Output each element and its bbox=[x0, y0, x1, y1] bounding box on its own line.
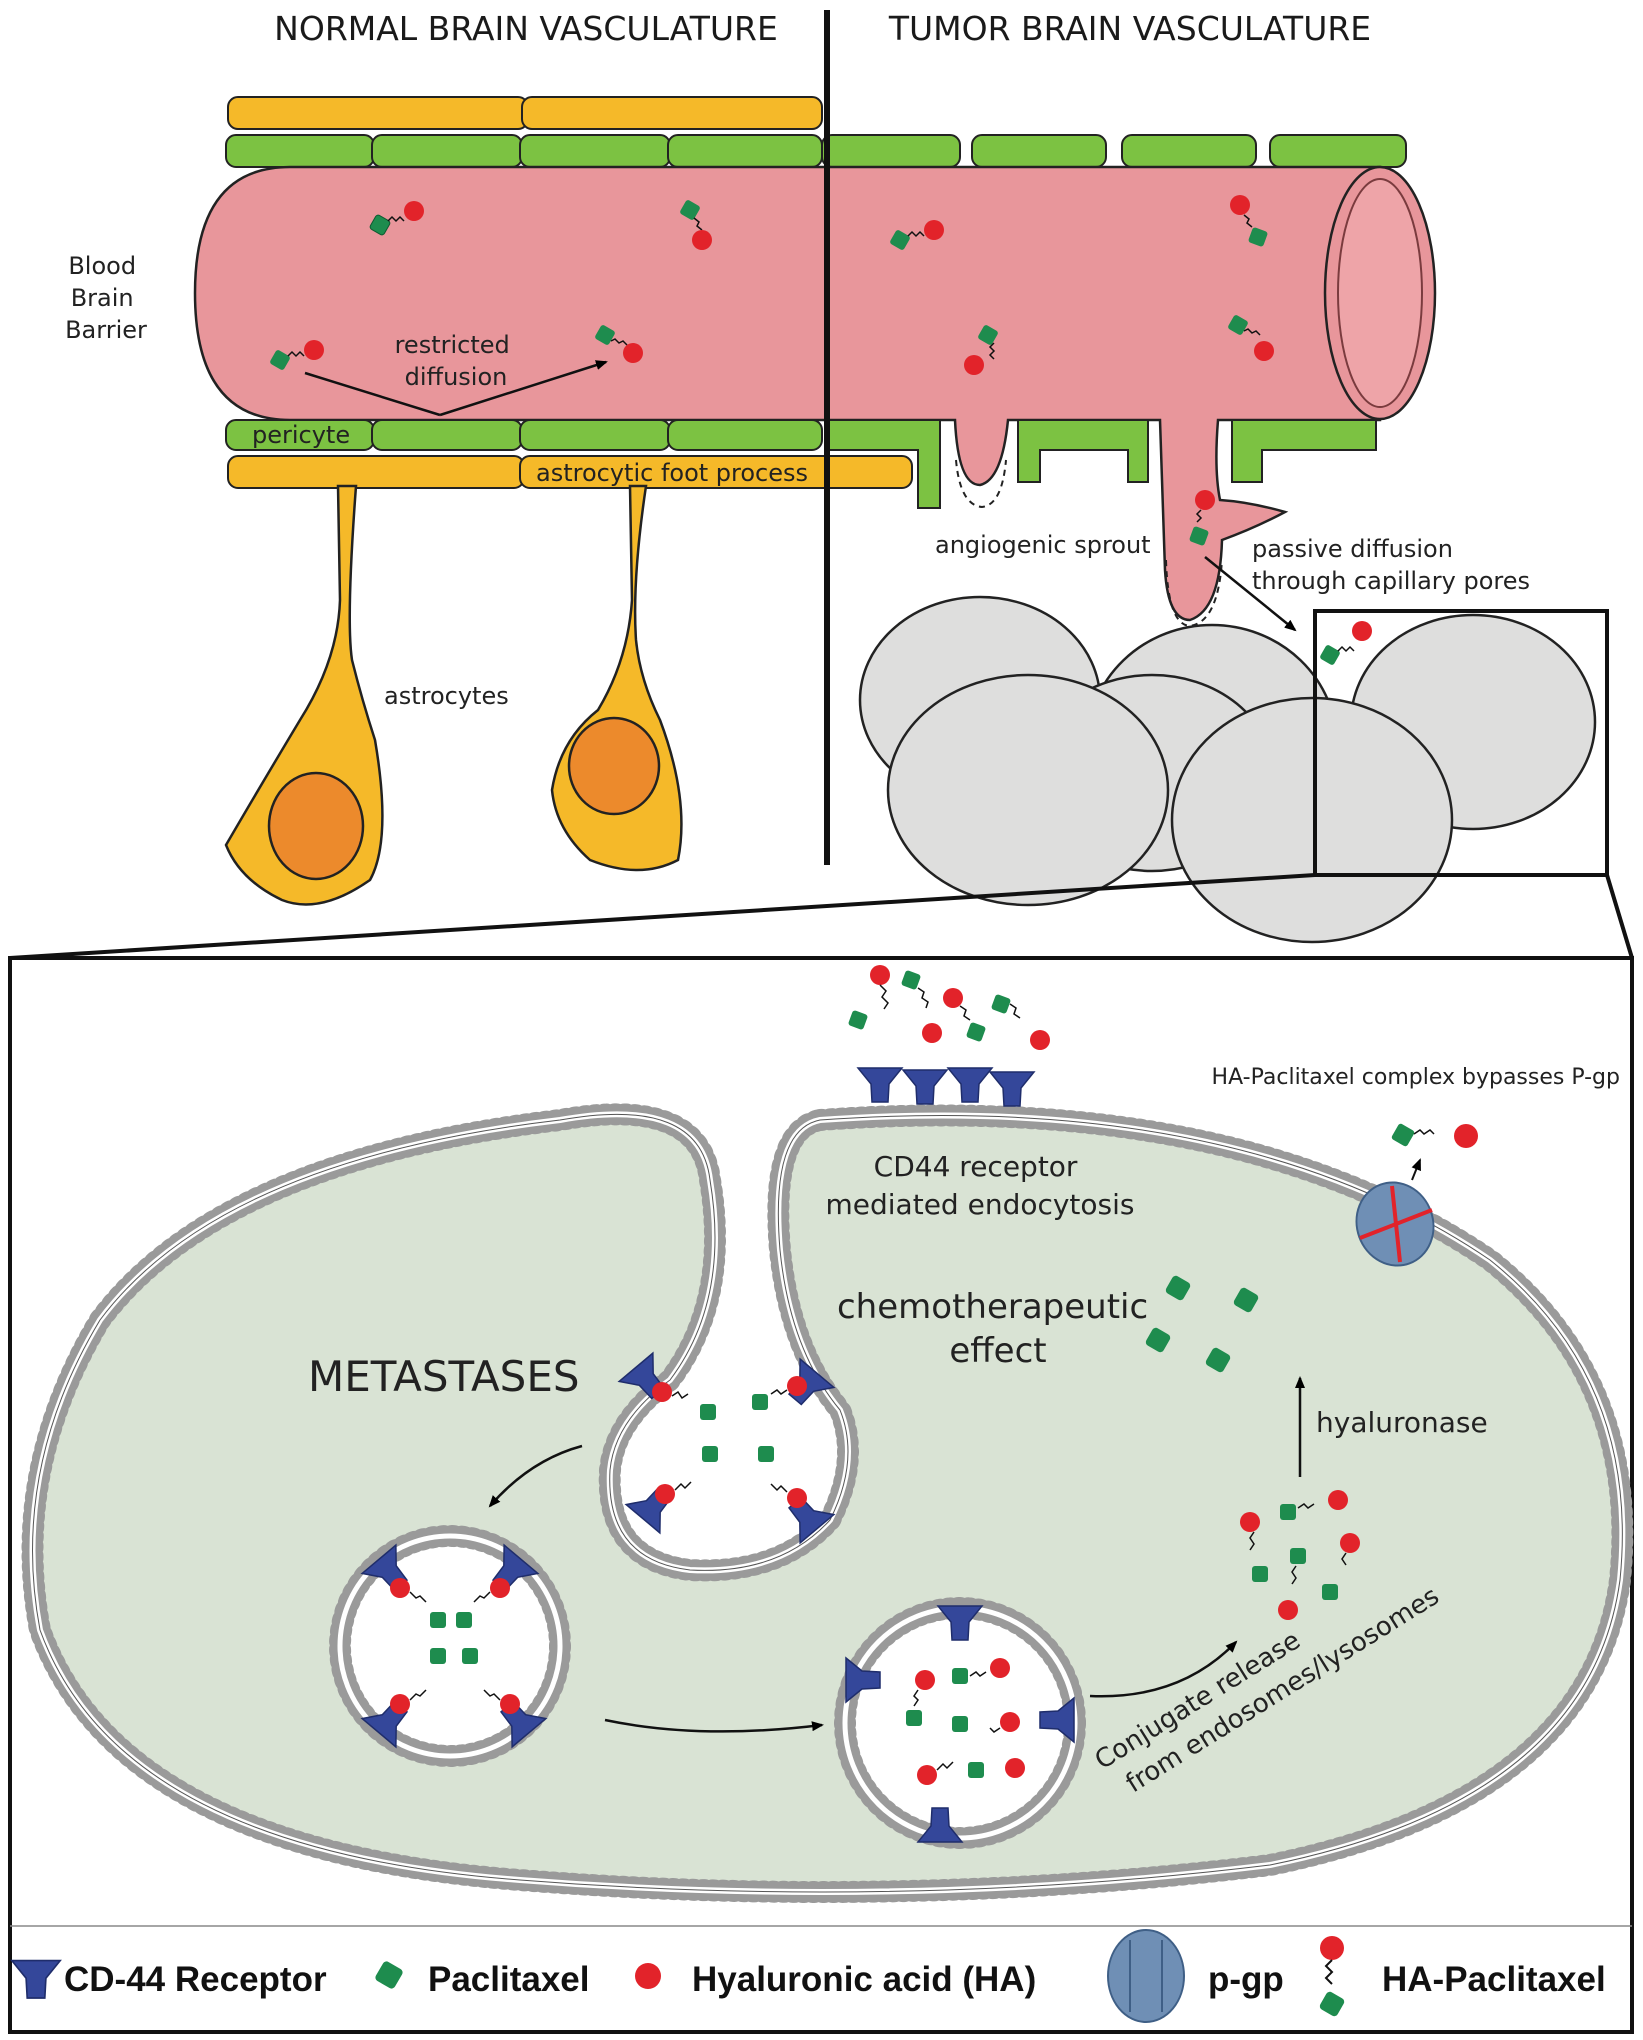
released-conjugates bbox=[1240, 1490, 1360, 1620]
bbb-label: Blood Brain Barrier bbox=[65, 252, 147, 344]
metastases-label: METASTASES bbox=[308, 1352, 580, 1401]
free-paclitaxel bbox=[1145, 1275, 1259, 1373]
astrocytes-label: astrocytes bbox=[384, 682, 509, 710]
bypassing-conjugate bbox=[1391, 1123, 1478, 1148]
astrocyte-cell bbox=[550, 484, 683, 872]
blood-vessel bbox=[193, 165, 1437, 628]
zoom-line-left bbox=[9, 873, 1316, 960]
pgp-bypass-label: HA-Paclitaxel complex bypasses P-gp bbox=[1212, 1065, 1620, 1090]
process-arrows bbox=[488, 1376, 1305, 1733]
legend-pgp-icon bbox=[1107, 1929, 1185, 2023]
zoom-line-right bbox=[1605, 874, 1634, 959]
cell-panel: METASTASES CD44 receptor mediated endocy… bbox=[8, 956, 1634, 2034]
chemotherapeutic-effect-label: chemotherapeutic effect bbox=[837, 1287, 1159, 1371]
passive-diffusion-label: passive diffusion through capillary pore… bbox=[1252, 535, 1530, 595]
endocytosis-label: CD44 receptor mediated endocytosis bbox=[826, 1150, 1135, 1221]
legend-ha-paclitaxel-label: HA-Paclitaxel bbox=[1382, 1960, 1606, 1999]
hyaluronase-label: hyaluronase bbox=[1316, 1406, 1488, 1439]
ha-paclitaxel-conjugates-extracellular bbox=[848, 965, 1050, 1050]
angiogenic-sprout-label: angiogenic sprout bbox=[935, 531, 1151, 559]
legend-paclitaxel-icon bbox=[375, 1961, 403, 1989]
restricted-diffusion-label: restricted diffusion bbox=[395, 331, 518, 391]
legend-paclitaxel-label: Paclitaxel bbox=[428, 1960, 590, 1999]
astrocytic-foot-process-label: astrocytic foot process bbox=[536, 459, 808, 487]
zoom-inset-box bbox=[1313, 609, 1609, 877]
tumor-vasculature-title: TUMOR BRAIN VASCULATURE bbox=[888, 9, 1371, 48]
tumor-cell-cluster bbox=[858, 595, 1597, 944]
astrocytic-foot-process-layer bbox=[227, 455, 913, 489]
passive-diffusion-arrow bbox=[1204, 556, 1297, 632]
normal-vasculature-title: NORMAL BRAIN VASCULATURE bbox=[274, 9, 778, 48]
ha-paclitaxel-conjugates-internal bbox=[390, 1376, 1025, 1785]
pgp-transporter bbox=[1355, 1158, 1435, 1267]
astrocyte-nucleus bbox=[267, 771, 365, 881]
endothelial-layer-top bbox=[225, 134, 1407, 168]
endothelial-layer-bottom bbox=[225, 419, 1377, 509]
ha-paclitaxel-conjugates-vessel bbox=[270, 195, 1372, 665]
legend-pgp-label: p-gp bbox=[1208, 1960, 1284, 1999]
legend-ha-paclitaxel-icon bbox=[1319, 1936, 1345, 2017]
legend-ha-label: Hyaluronic acid (HA) bbox=[692, 1960, 1036, 1999]
pericyte-label: pericyte bbox=[252, 421, 350, 449]
legend-ha-icon bbox=[635, 1963, 661, 1989]
legend-cd44-label: CD-44 Receptor bbox=[64, 1960, 327, 1999]
astrocyte-cell bbox=[224, 484, 384, 906]
restricted-diffusion-arrows bbox=[304, 360, 608, 417]
vasculature-panel: NORMAL BRAIN VASCULATURE TUMOR BRAIN VAS… bbox=[9, 9, 1634, 960]
legend: CD-44 Receptor Paclitaxel Hyaluronic aci… bbox=[10, 1925, 1632, 2023]
astrocyte-layer-top bbox=[227, 96, 823, 130]
astrocyte-nucleus bbox=[567, 716, 661, 816]
